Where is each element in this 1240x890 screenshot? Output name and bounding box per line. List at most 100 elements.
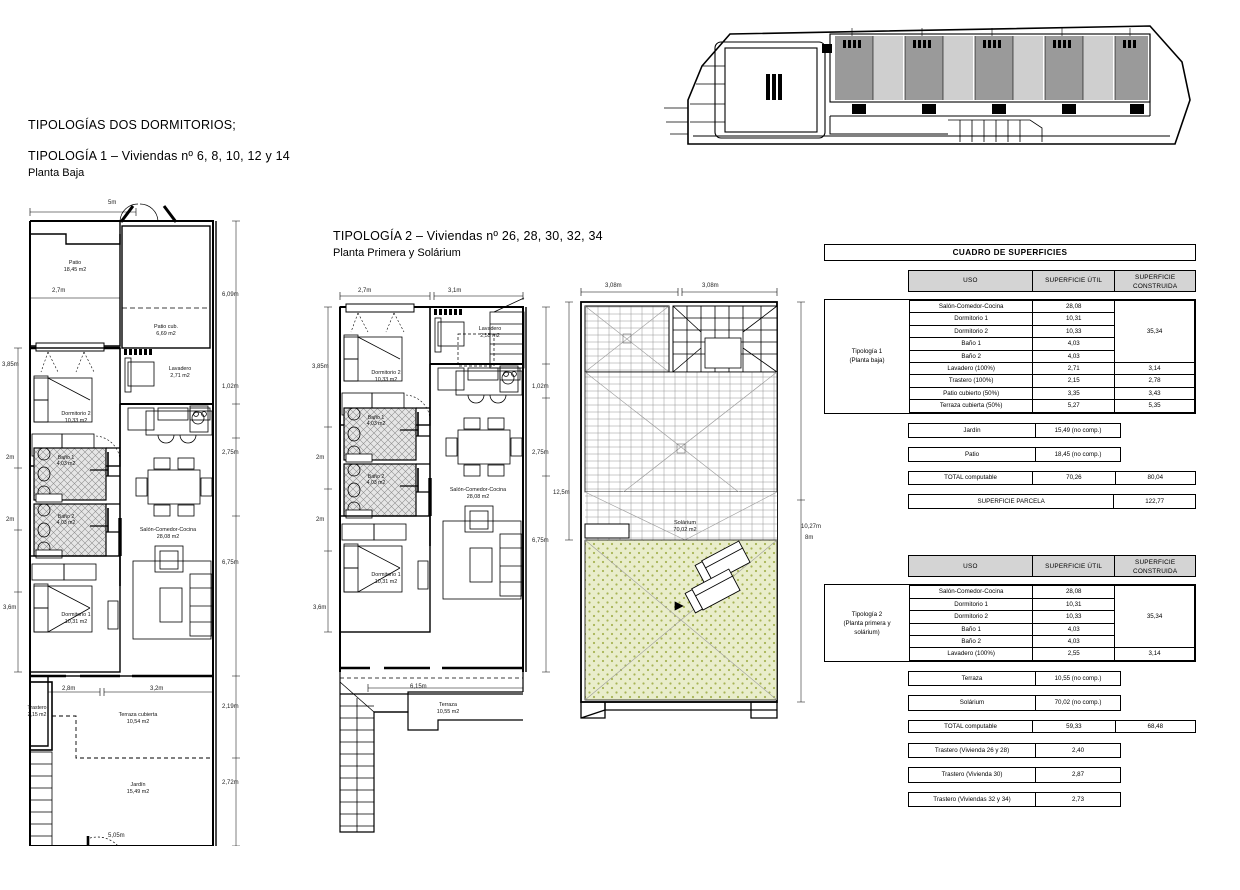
cell-total-label: TOTAL computable [907, 471, 1034, 485]
cell-const: 2,78 [1114, 374, 1195, 388]
cuadro-de-superficies: CUADRO DE SUPERFICIES USO SUPERFICIE ÚTI… [824, 244, 1197, 808]
cell-total-const: 68,48 [1114, 719, 1197, 733]
cell-util: 5,27 [1032, 399, 1116, 413]
svg-text:Terraza cubierta: Terraza cubierta [119, 712, 158, 718]
table-row: Lavadero (100%) 2,71 3,14 [908, 362, 1195, 376]
svg-text:10,31 m2: 10,31 m2 [375, 579, 397, 585]
cell-total-util: 70,26 [1032, 471, 1116, 485]
site-key-plan [630, 4, 1230, 164]
plan2-dim-31: 3,1m [448, 288, 462, 294]
svg-text:28,08 m2: 28,08 m2 [467, 494, 489, 500]
svg-text:Dormitorio 1: Dormitorio 1 [371, 572, 400, 578]
cell-util: 2,55 [1032, 647, 1116, 661]
cell-total-util: 59,33 [1032, 719, 1116, 733]
cell-uso: Baño 1 [908, 337, 1034, 351]
plan1-dim-right-6: 2,72m [222, 780, 239, 786]
plan1-dim-right-5: 2,19m [222, 704, 239, 710]
svg-text:Dormitorio 1: Dormitorio 1 [61, 612, 90, 618]
svg-text:15,49 m2: 15,49 m2 [127, 789, 149, 795]
plan2-dim-right-3: 6,75m [532, 538, 549, 544]
cell-const: 3,14 [1114, 647, 1195, 661]
cell-uso: Salón-Comedor-Cocina [908, 585, 1034, 599]
header-uso: USO [908, 270, 1033, 292]
cell-util: 2,15 [1032, 374, 1116, 388]
plan3-dim-top-b: 3,08m [702, 283, 719, 289]
row-solarium: Solárium 70,02 (no comp.) [908, 695, 1121, 711]
plan3-dim-top-a: 3,08m [605, 283, 622, 289]
cell-util: 18,45 (no comp.) [1035, 447, 1121, 463]
tipologia1-row-label: Tipología 1 (Planta baja) [825, 300, 909, 413]
cell-util: 10,55 (no comp.) [1035, 670, 1121, 687]
plan1-dim-27: 2,7m [52, 288, 66, 294]
cell-val: 2,87 [1035, 767, 1121, 783]
cell-util: 4,03 [1032, 349, 1116, 364]
plan2-dim-left-4: 3,6m [313, 605, 327, 611]
svg-text:Baño 1: Baño 1 [58, 455, 75, 461]
cell-val: 2,40 [1035, 742, 1121, 759]
cell-util: 4,03 [1032, 634, 1116, 649]
plan3-dim-right-a: 8m [805, 535, 814, 541]
plan3-dim-right-b: 10,27m [801, 524, 822, 530]
plan2-dim-right-1: 1,02m [532, 384, 549, 390]
row-jardin: Jardín 15,49 (no comp.) [908, 422, 1121, 439]
svg-text:10,55 m2: 10,55 m2 [437, 709, 459, 715]
cell-total-label: TOTAL computable [907, 719, 1034, 733]
row-trastero-26-28: Trastero (Vivienda 26 y 28) 2,40 [908, 742, 1121, 759]
svg-text:Terraza: Terraza [439, 702, 457, 708]
cell-uso: Baño 2 [908, 634, 1034, 649]
svg-text:Patio cub.: Patio cub. [154, 324, 178, 330]
svg-text:2,15 m2: 2,15 m2 [28, 712, 47, 718]
header2-superficie-construida: SUPERFICIE CONSTRUIDA [1114, 555, 1196, 578]
cell-uso: Lavadero (100%) [908, 647, 1034, 661]
cell-uso: Terraza [908, 670, 1036, 687]
row-trastero-30: Trastero (Vivienda 30) 2,87 [908, 767, 1121, 783]
table-row: Baño 1 4,03 [908, 622, 1195, 636]
tipologia1-label-line2: (Planta baja) [849, 357, 885, 365]
tipologia2-label-line1: Tipología 2 [851, 610, 883, 618]
header-superficie-construida: SUPERFICIE CONSTRUIDA [1114, 270, 1196, 292]
plan1-dim-right-2: 1,02m [222, 384, 239, 390]
svg-text:Lavadero: Lavadero [169, 366, 191, 372]
plan1-dim-bottom-b: 3,2m [150, 686, 164, 692]
header2-uso: USO [908, 555, 1033, 578]
svg-text:Trastero: Trastero [27, 705, 46, 711]
table1-body: Tipología 1 (Planta baja) Salón-Comedor-… [824, 299, 1196, 414]
table-row: Lavadero (100%) 2,55 3,14 [908, 647, 1195, 661]
table-row: Baño 1 4,03 [908, 337, 1195, 351]
svg-text:6,69 m2: 6,69 m2 [156, 331, 175, 337]
svg-text:10,33 m2: 10,33 m2 [65, 418, 87, 424]
plan2-dim-27: 2,7m [358, 288, 372, 294]
cell-util: 70,02 (no comp.) [1035, 695, 1121, 711]
svg-text:Salón-Comedor-Cocina: Salón-Comedor-Cocina [450, 487, 506, 493]
table-title: CUADRO DE SUPERFICIES [824, 244, 1196, 261]
plan3-dim-left: 12,5m [553, 490, 570, 496]
table-row: Patio cubierto (50%) 3,35 3,43 [908, 386, 1195, 401]
cell-parcela-val: 122,77 [1113, 493, 1196, 510]
table2-body: Tipología 2 (Planta primera y solárium) … [824, 584, 1196, 662]
tipologia2-row-label: Tipología 2 (Planta primera y solárium) [825, 585, 909, 660]
svg-text:18,45 m2: 18,45 m2 [64, 267, 86, 273]
row-patio: Patio 18,45 (no comp.) [908, 447, 1121, 463]
plan1-dim-right-3: 2,75m [222, 450, 239, 456]
cell-uso: Dormitorio 1 [908, 312, 1034, 326]
svg-text:Solárium: Solárium [674, 520, 696, 526]
svg-text:10,33 m2: 10,33 m2 [375, 377, 397, 383]
row-terraza: Terraza 10,55 (no comp.) [908, 670, 1121, 687]
row-total-2: TOTAL computable 59,33 68,48 [907, 719, 1197, 733]
cell-util: 10,31 [1032, 597, 1116, 612]
table2-header: USO SUPERFICIE ÚTIL SUPERFICIE CONSTRUID… [908, 555, 1196, 578]
row-total-1: TOTAL computable 70,26 80,04 [907, 471, 1197, 485]
cell-const: 3,43 [1114, 386, 1195, 401]
tipologia1-floor-label: Planta Baja [28, 167, 85, 179]
cell-uso: Trastero (Vivienda 30) [908, 767, 1036, 783]
svg-text:Salón-Comedor-Cocina: Salón-Comedor-Cocina [140, 527, 196, 533]
svg-text:70,02 m2: 70,02 m2 [673, 527, 696, 533]
svg-text:4,03 m2: 4,03 m2 [57, 461, 76, 467]
floor-plan-planta-primera: Dormitorio 2 10,33 m2 Lavadero 2,55 m2 [318, 272, 568, 842]
svg-text:Baño 1: Baño 1 [368, 415, 385, 421]
cell-uso: Dormitorio 2 [908, 324, 1034, 339]
svg-text:Jardín: Jardín [131, 782, 146, 788]
tipologia2-label-line3: solárium) [854, 628, 880, 636]
cell-uso: Trastero (100%) [908, 374, 1034, 388]
svg-text:Dormitorio 2: Dormitorio 2 [371, 370, 400, 376]
